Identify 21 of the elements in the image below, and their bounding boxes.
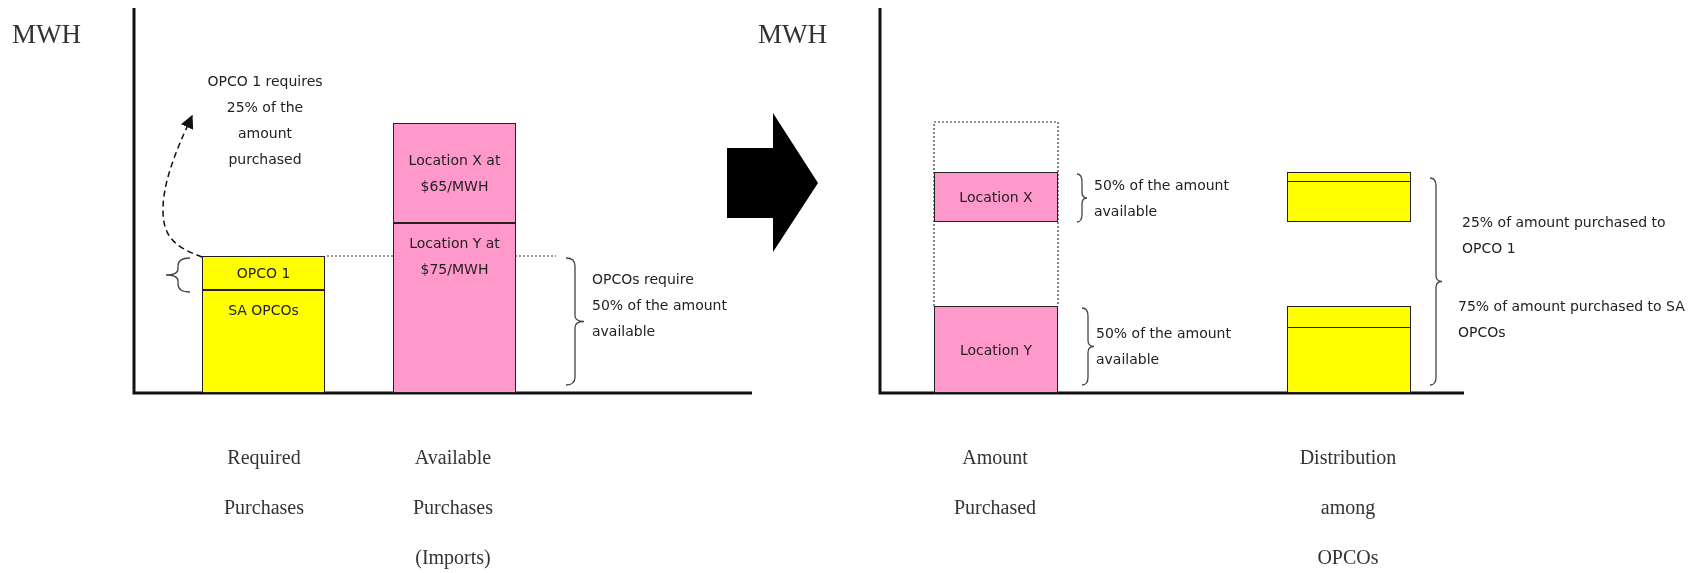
location-bar-segment: Location Y at $75/MWH [393, 223, 516, 393]
category-label: Required Purchases [223, 445, 305, 520]
category-label: Distribution among OPCOs [1298, 445, 1398, 570]
location-bar-segment: Location X at $65/MWH [393, 123, 516, 223]
annotation-text: 75% of amount purchased to SA OPCOs [1458, 297, 1686, 342]
callout-text: OPCO 1 requires 25% of the amount purchased [206, 72, 324, 169]
allocation-bar-segment: OPCO 1 [202, 256, 325, 290]
allocation-bar-segment [1287, 306, 1411, 393]
location-bar-segment: Location Y [934, 306, 1058, 393]
arrow [162, 114, 203, 258]
annotation-text: 25% of amount purchased to OPCO 1 [1462, 213, 1667, 258]
allocation-bar-segment: SA OPCOs [202, 290, 325, 393]
axis-title: MWH [758, 18, 828, 51]
annotation-text: 50% of the amount available [1096, 324, 1232, 369]
annotation-text: OPCOs require 50% of the amount available [592, 270, 727, 341]
location-bar-segment: Location X [934, 172, 1058, 222]
axis-title: MWH [12, 18, 82, 51]
allocation-bar-segment [1287, 172, 1411, 222]
annotation-text: 50% of the amount available [1094, 176, 1230, 221]
category-label: Amount Purchased [952, 445, 1038, 520]
category-label: Available Purchases (Imports) [412, 445, 494, 571]
